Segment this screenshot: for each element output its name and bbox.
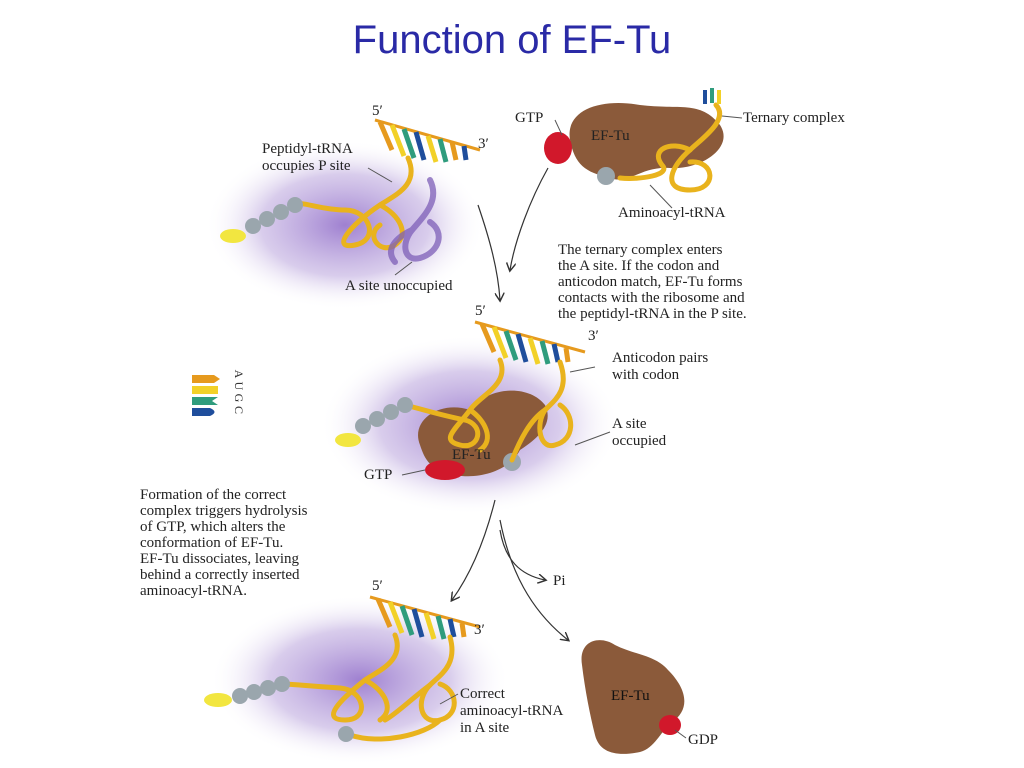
- ribosome-top: [205, 140, 485, 310]
- peptidyl-label-2: occupies P site: [262, 158, 351, 174]
- gtp-label-top: GTP: [515, 110, 544, 126]
- a-site-unoccupied-label: A site unoccupied: [345, 278, 453, 294]
- five-prime-top: 5′: [372, 103, 383, 119]
- mrna-middle: [474, 320, 586, 365]
- eftu-label-bottom: EF-Tu: [611, 688, 650, 704]
- five-prime-bottom: 5′: [372, 578, 383, 594]
- correct-label-1: Correct: [460, 686, 505, 702]
- legend-letters: A U G C: [232, 368, 246, 416]
- trnas-middle: [402, 357, 574, 463]
- correct-label-3: in A site: [460, 720, 510, 736]
- peptidyl-label-1: Peptidyl-tRNA: [262, 141, 353, 157]
- eftu-gdp-released: [581, 640, 685, 754]
- gdp-label: GDP: [688, 732, 719, 748]
- legend-letter-c: C: [232, 405, 246, 414]
- peptide-chain-middle: [335, 397, 413, 447]
- three-prime-top: 3′: [478, 136, 489, 152]
- arrow-middle-down: [452, 499, 496, 600]
- mrna-bottom: [369, 595, 481, 640]
- arrow-top-left: [477, 204, 500, 300]
- trnas-bottom: [279, 632, 457, 742]
- three-prime-bottom: 3′: [474, 622, 485, 638]
- nucleotide-legend: [192, 375, 220, 416]
- anticodon-label-2: with codon: [612, 367, 680, 383]
- step1-description: The ternary complex enters the A site. I…: [558, 242, 747, 322]
- three-prime-middle: 3′: [588, 328, 599, 344]
- label-pointers: [367, 115, 743, 739]
- correct-label-2: aminoacyl-tRNA: [460, 703, 564, 719]
- pi-label: Pi: [553, 573, 566, 589]
- ternary-complex-label: Ternary complex: [743, 110, 845, 126]
- aminoacyl-trna-label: Aminoacyl-tRNA: [618, 205, 726, 221]
- arrow-top-right: [510, 167, 549, 270]
- a-site-occupied-label-2: occupied: [612, 433, 667, 449]
- peptide-chain-bottom: [204, 676, 354, 742]
- anticodon-label-1: Anticodon pairs: [612, 350, 709, 366]
- gtp-label-middle: GTP: [364, 467, 393, 483]
- mrna-top: [374, 118, 481, 163]
- a-site-occupied-label-1: A site: [612, 416, 647, 432]
- eftu-label-middle: EF-Tu: [452, 447, 491, 463]
- five-prime-middle: 5′: [475, 303, 486, 319]
- step2-description: Formation of the correct complex trigger…: [140, 487, 308, 599]
- ternary-complex: [544, 88, 724, 193]
- empty-a-site-trna: [388, 177, 442, 265]
- slide-title: Function of EF-Tu: [352, 18, 672, 62]
- arrow-to-eftu: [499, 519, 568, 640]
- eftu-label-top: EF-Tu: [591, 128, 630, 144]
- peptide-chain-top: [220, 197, 303, 243]
- arrow-to-pi: [499, 529, 545, 580]
